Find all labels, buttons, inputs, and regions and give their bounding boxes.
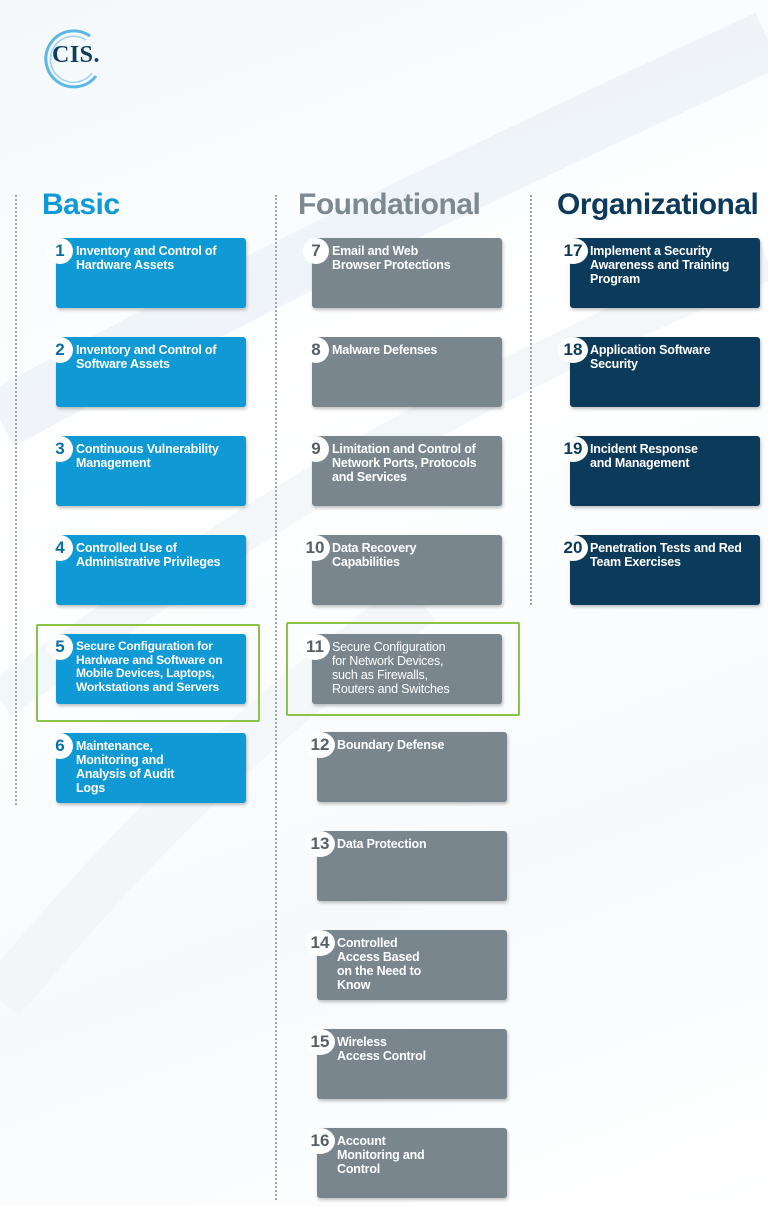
column-heading-basic: Basic bbox=[42, 188, 120, 221]
control-card-11[interactable]: 11 Secure Configuration for Network Devi… bbox=[300, 634, 502, 704]
control-title: Application Software Security bbox=[590, 343, 711, 371]
control-card-1[interactable]: 1 Inventory and Control of Hardware Asse… bbox=[47, 238, 246, 308]
control-title: Email and Web Browser Protections bbox=[332, 244, 451, 272]
control-card-8[interactable]: 8 Malware Defenses bbox=[303, 337, 502, 407]
control-title: Wireless Access Control bbox=[337, 1035, 426, 1063]
control-number-badge: 11 bbox=[300, 634, 330, 660]
control-title: Limitation and Control of Network Ports,… bbox=[332, 442, 477, 484]
column-heading-organizational: Organizational bbox=[557, 188, 759, 221]
control-title: Continuous Vulnerability Management bbox=[76, 442, 219, 470]
control-number-badge: 1 bbox=[47, 238, 73, 264]
control-card-10[interactable]: 10 Data Recovery Capabilities bbox=[300, 535, 502, 605]
control-number-badge: 19 bbox=[558, 436, 588, 462]
control-card-3[interactable]: 3 Continuous Vulnerability Management bbox=[47, 436, 246, 506]
highlight-box-control-11 bbox=[286, 622, 520, 716]
control-number-badge: 17 bbox=[558, 238, 588, 264]
control-title: Controlled Access Based on the Need to K… bbox=[337, 936, 422, 992]
control-title: Implement a Security Awareness and Train… bbox=[590, 244, 730, 286]
control-card-18[interactable]: 18 Application Software Security bbox=[558, 337, 760, 407]
control-card-20[interactable]: 20 Penetration Tests and Red Team Exerci… bbox=[558, 535, 760, 605]
column-divider bbox=[15, 195, 17, 805]
control-title: Secure Configuration for Hardware and So… bbox=[76, 639, 223, 694]
control-title: Boundary Defense bbox=[337, 738, 445, 752]
control-number-badge: 2 bbox=[47, 337, 73, 363]
control-card-7[interactable]: 7 Email and Web Browser Protections bbox=[303, 238, 502, 308]
control-number-badge: 13 bbox=[305, 831, 335, 857]
control-card-13[interactable]: 13 Data Protection bbox=[305, 831, 507, 901]
control-number-badge: 15 bbox=[305, 1029, 335, 1055]
control-title: Penetration Tests and Red Team Exercises bbox=[590, 541, 742, 569]
control-number-badge: 10 bbox=[300, 535, 330, 561]
control-title: Secure Configuration for Network Devices… bbox=[332, 640, 450, 696]
control-title: Account Monitoring and Control bbox=[337, 1134, 425, 1176]
control-card-9[interactable]: 9 Limitation and Control of Network Port… bbox=[303, 436, 502, 506]
control-card-12[interactable]: 12 Boundary Defense bbox=[305, 732, 507, 802]
control-number-badge: 18 bbox=[558, 337, 588, 363]
control-title: Malware Defenses bbox=[332, 343, 438, 357]
control-number-badge: 16 bbox=[305, 1128, 335, 1154]
control-number-badge: 3 bbox=[47, 436, 73, 462]
control-title: Controlled Use of Administrative Privile… bbox=[76, 541, 221, 569]
column-heading-foundational: Foundational bbox=[298, 188, 481, 221]
column-divider bbox=[530, 195, 532, 605]
control-number-badge: 20 bbox=[558, 535, 588, 561]
control-number-badge: 6 bbox=[47, 733, 73, 759]
cis-logo: CIS. bbox=[52, 42, 101, 68]
control-number-badge: 5 bbox=[47, 634, 73, 660]
control-card-5[interactable]: 5 Secure Configuration for Hardware and … bbox=[47, 634, 246, 704]
control-title: Incident Response and Management bbox=[590, 442, 698, 470]
control-number-badge: 8 bbox=[303, 337, 329, 363]
control-title: Inventory and Control of Hardware Assets bbox=[76, 244, 217, 272]
control-card-19[interactable]: 19 Incident Response and Management bbox=[558, 436, 760, 506]
control-card-6[interactable]: 6 Maintenance, Monitoring and Analysis o… bbox=[47, 733, 246, 803]
control-card-17[interactable]: 17 Implement a Security Awareness and Tr… bbox=[558, 238, 760, 308]
control-number-badge: 7 bbox=[303, 238, 329, 264]
highlight-box-control-5 bbox=[36, 624, 260, 722]
control-number-badge: 14 bbox=[305, 930, 335, 956]
control-number-badge: 12 bbox=[305, 732, 335, 758]
control-card-16[interactable]: 16 Account Monitoring and Control bbox=[305, 1128, 507, 1198]
control-card-15[interactable]: 15 Wireless Access Control bbox=[305, 1029, 507, 1099]
control-card-14[interactable]: 14 Controlled Access Based on the Need t… bbox=[305, 930, 507, 1000]
control-title: Data Protection bbox=[337, 837, 427, 851]
control-title: Data Recovery Capabilities bbox=[332, 541, 417, 569]
column-divider bbox=[275, 195, 277, 1200]
cis-logo-ring-icon bbox=[44, 29, 98, 89]
control-card-2[interactable]: 2 Inventory and Control of Software Asse… bbox=[47, 337, 246, 407]
control-title: Maintenance, Monitoring and Analysis of … bbox=[76, 739, 175, 795]
control-title: Inventory and Control of Software Assets bbox=[76, 343, 217, 371]
control-card-4[interactable]: 4 Controlled Use of Administrative Privi… bbox=[47, 535, 246, 605]
control-number-badge: 9 bbox=[303, 436, 329, 462]
control-number-badge: 4 bbox=[47, 535, 73, 561]
